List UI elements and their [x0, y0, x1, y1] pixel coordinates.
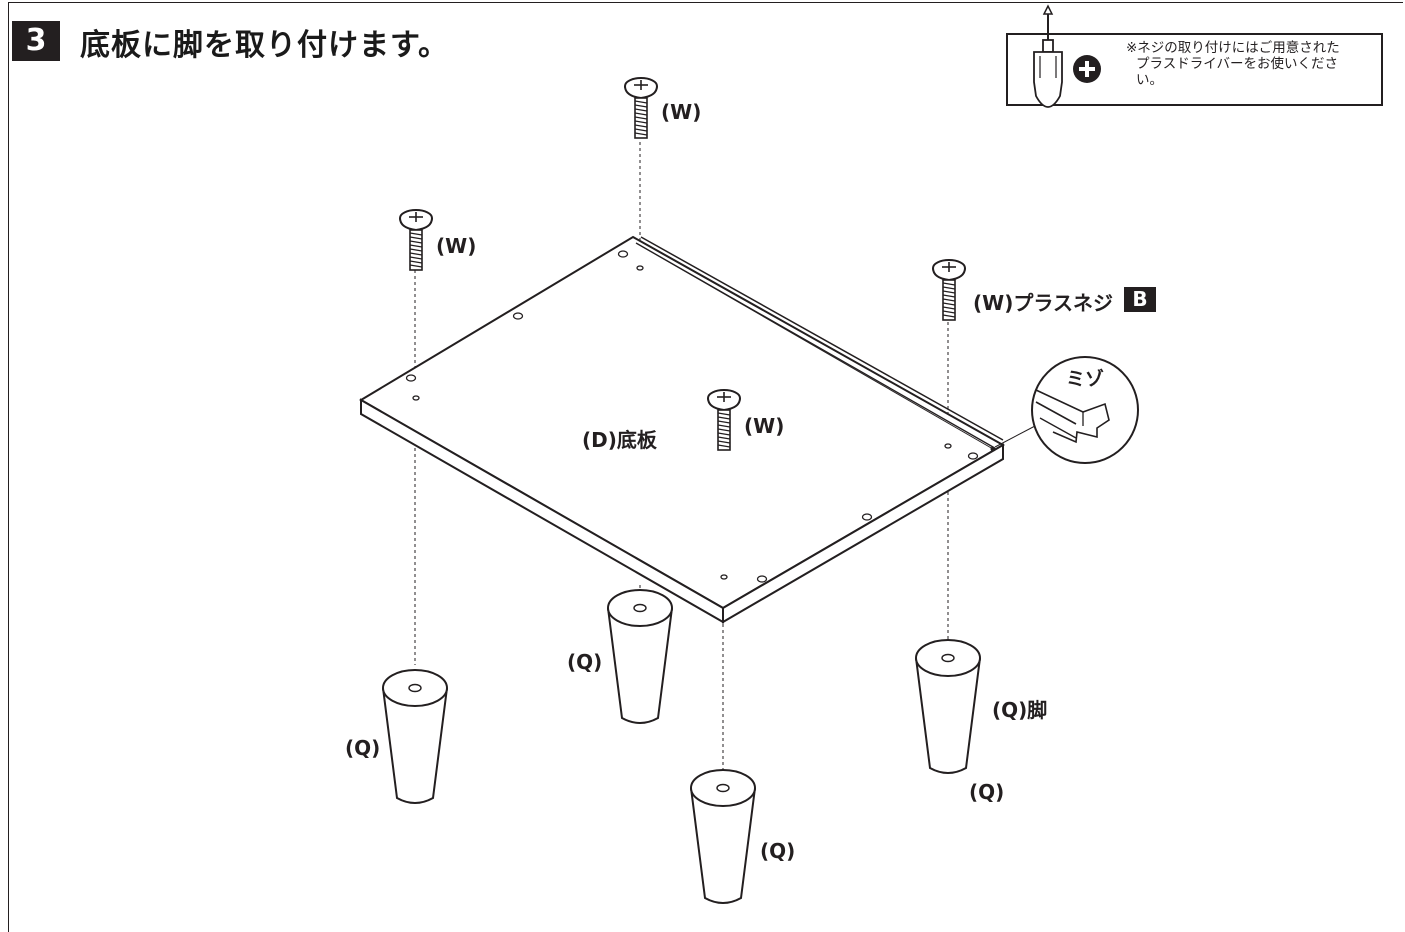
- leg-label-right-sub: (Q): [969, 780, 1005, 804]
- screw-label-right: (W)プラスネジ: [973, 291, 1113, 315]
- screw-label-center: (W): [744, 414, 785, 438]
- leg-icon-front: [690, 769, 756, 904]
- groove-callout: [994, 356, 1139, 464]
- leg-icon-right: [915, 639, 981, 774]
- board-label: (D)底板: [582, 428, 657, 452]
- screw-icon-top: [624, 77, 658, 139]
- bottom-board: [359, 235, 1006, 624]
- leg-label-left: (Q): [345, 736, 381, 760]
- page-frame: [8, 2, 1403, 932]
- leg-label-back: (Q): [567, 650, 603, 674]
- step-title: 底板に脚を取り付けます。: [80, 28, 449, 63]
- leg-icon-left: [382, 669, 448, 804]
- note-line-3: い。: [1136, 72, 1163, 88]
- screw-label-top: (W): [661, 100, 702, 124]
- note-line-2: プラスドライバーをお使いくださ: [1136, 56, 1338, 72]
- screw-icon-left: [399, 209, 433, 271]
- note-line-1: ※ネジの取り付けにはご用意された: [1126, 40, 1340, 56]
- screw-type-tag: B: [1124, 287, 1156, 312]
- note-text: ※ネジの取り付けにはご用意された プラスドライバーをお使いくださ い。: [1126, 40, 1371, 88]
- screwdriver-icon: [1033, 4, 1063, 108]
- leg-label-right: (Q)脚: [992, 698, 1048, 722]
- leg-label-front: (Q): [760, 839, 796, 863]
- step-number-badge: 3: [12, 21, 60, 61]
- note-box: [1006, 33, 1383, 106]
- screw-label-left: (W): [436, 234, 477, 258]
- groove-label: ミゾ: [1066, 368, 1105, 390]
- leg-icon-back: [607, 589, 673, 724]
- plus-icon: [1073, 55, 1101, 83]
- screw-icon-right: [932, 259, 966, 321]
